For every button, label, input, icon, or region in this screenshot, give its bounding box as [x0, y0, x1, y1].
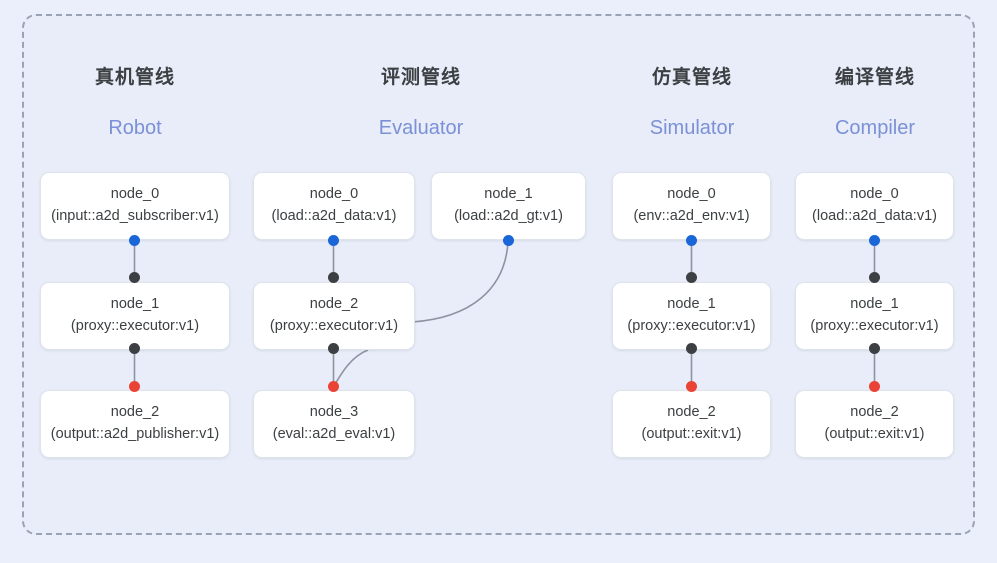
node-kind: (proxy::executor:v1)	[70, 318, 200, 334]
port-output-compiler-0[interactable]	[869, 235, 880, 246]
port-output-evaluator-0[interactable]	[328, 235, 339, 246]
port-input-simulator-2[interactable]	[686, 381, 697, 392]
column-title-en-simulator: Simulator	[649, 117, 735, 139]
node-kind: (load::a2d_gt:v1)	[454, 208, 563, 224]
node-evaluator-3[interactable]: node_3 (eval::a2d_eval:v1)	[253, 390, 415, 458]
port-input-evaluator-2[interactable]	[328, 272, 339, 283]
node-kind: (proxy::executor:v1)	[269, 318, 399, 334]
column-header-robot: 真机管线 Robot	[40, 62, 230, 140]
column-header-evaluator: 评测管线 Evaluator	[326, 62, 516, 140]
port-output-compiler-1[interactable]	[869, 343, 880, 354]
port-input-compiler-1[interactable]	[869, 272, 880, 283]
port-input-robot-1[interactable]	[129, 272, 140, 283]
node-id: node_2	[850, 404, 899, 421]
node-simulator-2[interactable]: node_2 (output::exit:v1)	[612, 390, 771, 458]
node-robot-0[interactable]: node_0 (input::a2d_subscriber:v1)	[40, 172, 230, 240]
node-evaluator-1[interactable]: node_1 (load::a2d_gt:v1)	[431, 172, 586, 240]
node-id: node_2	[667, 404, 716, 421]
node-id: node_0	[110, 186, 160, 203]
node-id: node_1	[850, 296, 899, 313]
node-id: node_1	[484, 186, 533, 203]
node-kind: (load::a2d_data:v1)	[812, 208, 937, 224]
node-id: node_2	[110, 404, 160, 421]
node-kind: (output::a2d_publisher:v1)	[50, 426, 220, 442]
column-header-simulator: 仿真管线 Simulator	[597, 62, 787, 140]
node-robot-1[interactable]: node_1 (proxy::executor:v1)	[40, 282, 230, 350]
node-kind: (load::a2d_data:v1)	[271, 208, 397, 224]
column-title-en-robot: Robot	[108, 117, 162, 139]
node-kind: (input::a2d_subscriber:v1)	[51, 208, 219, 224]
node-kind: (env::a2d_env:v1)	[633, 208, 750, 224]
port-output-evaluator-1[interactable]	[503, 235, 514, 246]
node-kind: (output::exit:v1)	[824, 426, 925, 442]
node-id: node_3	[309, 404, 359, 421]
node-compiler-0[interactable]: node_0 (load::a2d_data:v1)	[795, 172, 954, 240]
node-compiler-1[interactable]: node_1 (proxy::executor:v1)	[795, 282, 954, 350]
node-kind: (proxy::executor:v1)	[627, 318, 756, 334]
column-title-cn-compiler: 编译管线	[834, 67, 915, 88]
port-output-robot-1[interactable]	[129, 343, 140, 354]
port-input-compiler-2[interactable]	[869, 381, 880, 392]
node-kind: (proxy::executor:v1)	[810, 318, 939, 334]
node-id: node_1	[667, 296, 716, 313]
port-input-evaluator-3[interactable]	[328, 381, 339, 392]
node-simulator-0[interactable]: node_0 (env::a2d_env:v1)	[612, 172, 771, 240]
node-evaluator-2[interactable]: node_2 (proxy::executor:v1)	[253, 282, 415, 350]
column-title-en-compiler: Compiler	[834, 117, 916, 139]
port-input-robot-2[interactable]	[129, 381, 140, 392]
node-id: node_0	[309, 186, 359, 203]
port-output-robot-0[interactable]	[129, 235, 140, 246]
column-title-cn-robot: 真机管线	[94, 67, 175, 88]
node-robot-2[interactable]: node_2 (output::a2d_publisher:v1)	[40, 390, 230, 458]
node-kind: (output::exit:v1)	[641, 426, 742, 442]
column-header-compiler: 编译管线 Compiler	[780, 62, 970, 140]
node-id: node_0	[850, 186, 899, 203]
port-output-simulator-0[interactable]	[686, 235, 697, 246]
port-input-simulator-1[interactable]	[686, 272, 697, 283]
node-id: node_0	[667, 186, 716, 203]
node-simulator-1[interactable]: node_1 (proxy::executor:v1)	[612, 282, 771, 350]
column-title-en-evaluator: Evaluator	[378, 117, 464, 139]
column-title-cn-simulator: 仿真管线	[651, 67, 732, 88]
node-evaluator-0[interactable]: node_0 (load::a2d_data:v1)	[253, 172, 415, 240]
node-compiler-2[interactable]: node_2 (output::exit:v1)	[795, 390, 954, 458]
port-output-simulator-1[interactable]	[686, 343, 697, 354]
node-id: node_2	[309, 296, 359, 313]
node-id: node_1	[110, 296, 160, 313]
port-output-evaluator-2[interactable]	[328, 343, 339, 354]
node-kind: (eval::a2d_eval:v1)	[272, 426, 396, 442]
column-title-cn-evaluator: 评测管线	[380, 67, 461, 88]
